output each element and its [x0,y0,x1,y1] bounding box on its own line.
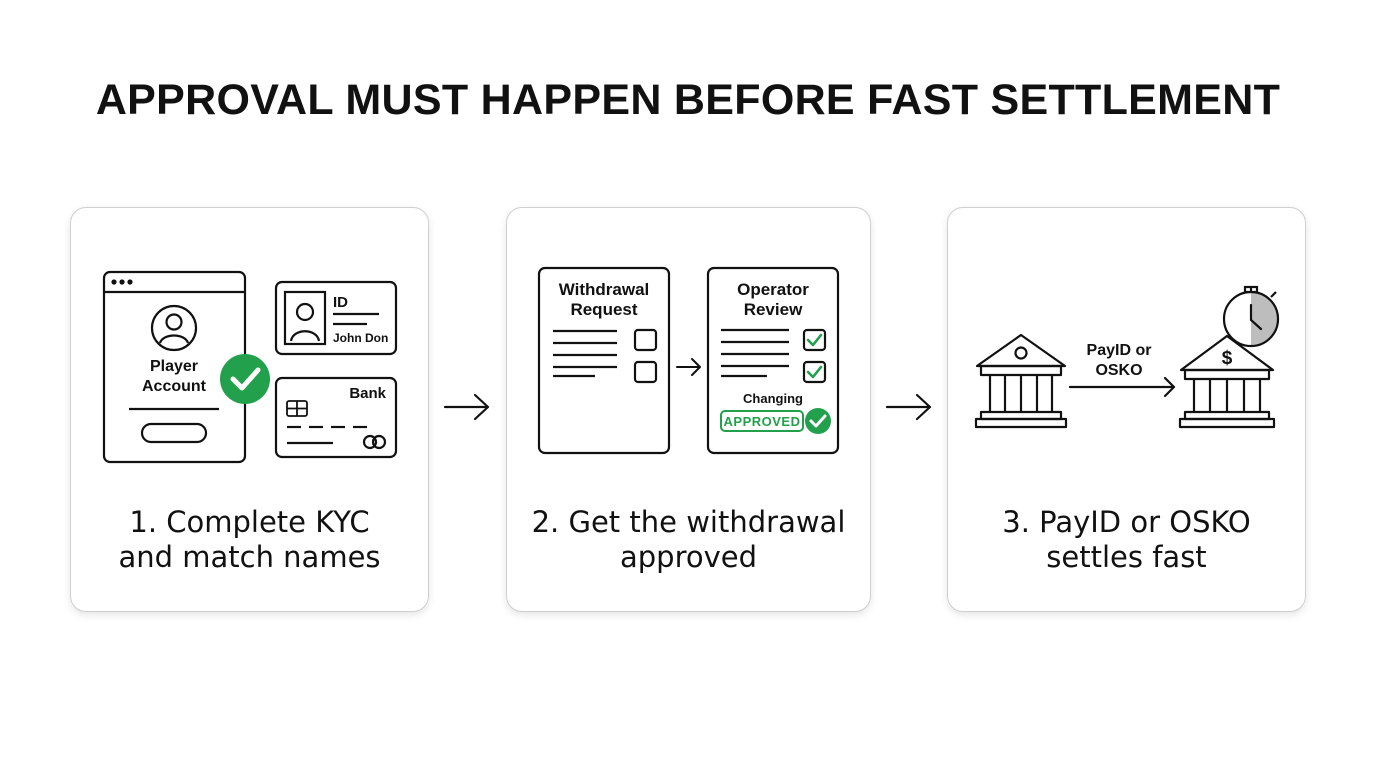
review-label-line1: Operator [737,280,809,299]
step-card-kyc: Player Account ID John Don [70,207,429,612]
bank-building-icon [974,333,1068,429]
chip-icon [286,400,308,417]
user-icon [150,304,198,352]
caption-line: 2. Get the withdrawal [531,505,846,539]
arrow-right-icon [885,393,932,421]
operator-review-doc [706,266,840,455]
request-label-line2: Request [570,300,637,319]
review-label-line2: Review [744,300,803,319]
transfer-label-line1: PayID or [1087,342,1152,359]
account-pill [140,422,208,444]
id-card-icon [274,280,398,356]
status-text: Changing [743,391,803,406]
arrow-right-icon [443,393,490,421]
step-caption-3: 3. PayID or OSKO settles fast [948,505,1305,575]
caption-line: 3. PayID or OSKO [1002,505,1251,539]
check-icon [806,365,823,379]
kyc-illustration: Player Account ID John Don [102,270,398,464]
caption-line: and match names [118,540,381,574]
bank-card-icon [274,376,398,459]
check-icon [806,333,823,347]
step-card-settlement: PayID or OSKO $ 3. PayID or OSKO settles… [947,207,1306,612]
bank-label: Bank [349,385,386,402]
step-card-approval: Withdrawal Request Operator Review Chang… [506,207,871,612]
settlement-illustration: PayID or OSKO $ [974,285,1280,429]
arrow-right-icon [1068,376,1176,398]
id-label: ID [333,294,348,311]
step-caption-1: 1. Complete KYC and match names [71,505,428,575]
account-label-line2: Account [142,378,207,395]
stopwatch-icon [1222,285,1280,348]
step-caption-2: 2. Get the withdrawal approved [507,505,870,575]
page-title: APPROVAL MUST HAPPEN BEFORE FAST SETTLEM… [95,76,1281,124]
id-name: John Don [333,331,388,345]
check-icon [805,408,831,434]
account-label-line1: Player [150,358,198,375]
currency-symbol: $ [1222,348,1233,369]
approved-stamp-text: APPROVED [724,414,801,429]
check-icon [220,354,270,404]
transfer-label-line2: OSKO [1095,362,1142,379]
approved-stamp [720,410,804,432]
request-label-line1: Withdrawal [559,280,650,299]
arrow-right-icon [676,358,701,376]
approval-illustration: Withdrawal Request Operator Review Chang… [537,266,840,455]
withdrawal-request-doc [537,266,671,455]
caption-line: 1. Complete KYC [129,505,370,539]
caption-line: settles fast [1046,540,1207,574]
caption-line: approved [619,540,758,574]
bank-building-icon [1178,334,1276,429]
